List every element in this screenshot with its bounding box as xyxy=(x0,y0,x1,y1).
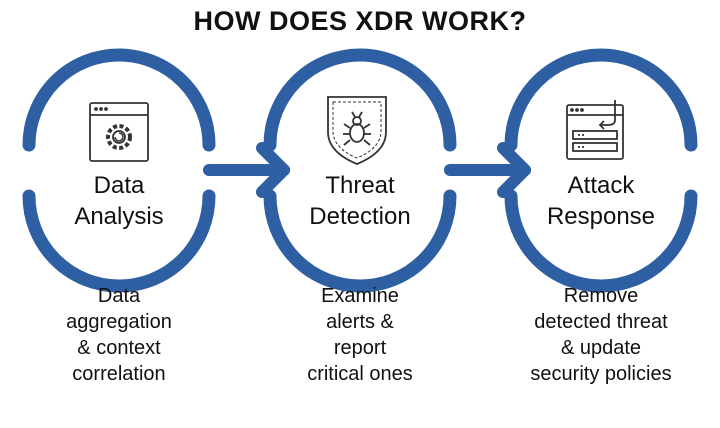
description-line: critical ones xyxy=(307,363,413,385)
stage-label-attack-response: Attack Response xyxy=(506,170,696,232)
description-line: detected threat xyxy=(534,311,668,333)
stage-ring-2 xyxy=(263,48,457,152)
stage-label-line: Response xyxy=(546,203,656,230)
stage-label-line: Detection xyxy=(309,203,411,230)
stage-description-attack-response: Remove detected threat & update security… xyxy=(491,283,711,387)
stage-description-threat-detection: Examine alerts & report critical ones xyxy=(250,283,470,387)
stage-ring-1 xyxy=(22,48,216,152)
stage-description-data-analysis: Data aggregation & context correlation xyxy=(9,283,229,387)
arrow-icon-2 xyxy=(444,142,531,198)
stage-ring-2-lower xyxy=(263,189,457,293)
stage-label-line: Attack xyxy=(567,172,635,199)
description-line: Data xyxy=(97,285,141,307)
description-line: aggregation xyxy=(66,311,172,333)
stage-ring-3-lower xyxy=(504,189,698,293)
stage-ring-1-lower xyxy=(22,189,216,293)
description-line: Examine xyxy=(321,285,399,307)
stage-label-line: Data xyxy=(93,172,145,199)
arrow-icon-1 xyxy=(203,142,290,198)
stage-label-line: Analysis xyxy=(74,203,164,230)
stage-label-data-analysis: Data Analysis xyxy=(24,170,214,232)
page-title: HOW DOES XDR WORK? xyxy=(193,6,527,36)
description-line: & update xyxy=(560,337,642,359)
gear-window-icon xyxy=(89,102,149,162)
description-line: security policies xyxy=(530,363,672,385)
stage-ring-3 xyxy=(504,48,698,152)
server-update-icon xyxy=(566,100,624,160)
stage-label-line: Threat xyxy=(325,172,395,199)
description-line: & context xyxy=(77,337,161,359)
bug-shield-icon xyxy=(327,96,387,165)
description-line: alerts & xyxy=(326,311,394,333)
description-line: Remove xyxy=(563,285,639,307)
description-line: correlation xyxy=(72,363,166,385)
description-line: report xyxy=(333,337,387,359)
stage-label-threat-detection: Threat Detection xyxy=(265,170,455,232)
